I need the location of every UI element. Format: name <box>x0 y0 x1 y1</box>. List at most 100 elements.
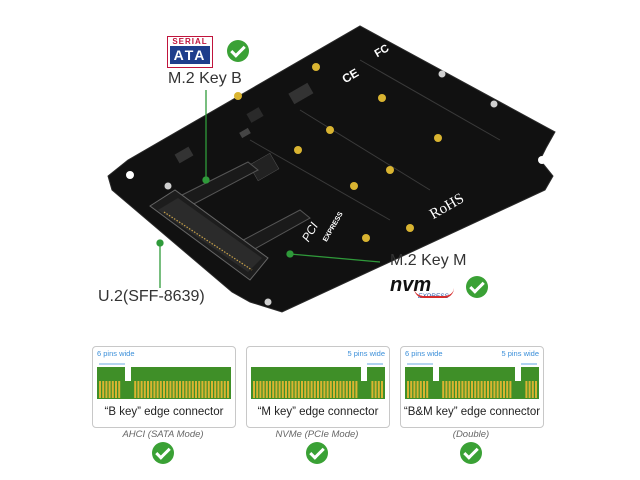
b-key-left-pin-note: 6 pins wide <box>97 349 135 358</box>
gold-pin <box>137 381 140 398</box>
gold-pin <box>407 381 409 398</box>
serial-ata-logo-top: SERIAL <box>172 37 208 46</box>
gold-pin <box>464 381 467 398</box>
gold-pin <box>188 381 191 398</box>
gold-pin <box>535 381 537 398</box>
gold-pin <box>342 381 345 398</box>
gold-pin <box>413 381 416 398</box>
m-key-mode: NVMe (PCIe Mode) <box>275 429 359 440</box>
gold-pin <box>159 381 162 398</box>
gold-pin <box>496 381 499 398</box>
b-key-mode: AHCI (SATA Mode) <box>122 429 204 440</box>
m-key-check-icon <box>306 442 328 464</box>
gold-pin <box>442 381 445 398</box>
gold-pin <box>448 381 451 398</box>
m2-key-b-label: M.2 Key B <box>168 70 242 87</box>
b-key-connector-panel: 6 pins wide “B key” edge connector <box>92 346 236 428</box>
nvm-swoosh <box>414 288 454 298</box>
gold-pin <box>297 381 300 398</box>
m-key-connector-panel: 5 pins wide “M key” edge connector <box>246 346 390 428</box>
adapter-board <box>107 25 556 313</box>
gold-pin <box>105 381 108 398</box>
gold-pin <box>182 381 185 398</box>
gold-pin <box>474 381 477 398</box>
gold-pin <box>198 381 201 398</box>
bm-key-mode: (Double) <box>452 429 490 440</box>
bm-key-check-icon <box>460 442 482 464</box>
gold-pin <box>410 381 413 398</box>
gold-pin <box>493 381 496 398</box>
bm-key-caption: “B&M key” edge connector <box>403 406 541 418</box>
gold-pin <box>115 381 117 398</box>
gold-pin <box>163 381 165 398</box>
gold-pin <box>313 381 316 398</box>
gold-pin <box>185 381 188 398</box>
gold-pin <box>499 381 502 398</box>
gold-pin <box>291 381 294 398</box>
gold-pin <box>147 381 149 398</box>
bm-key-left-pin-note: 6 pins wide <box>405 349 443 358</box>
m-key-caption: “M key” edge connector <box>257 406 379 418</box>
gold-pin <box>307 381 310 398</box>
gold-pin <box>118 381 121 398</box>
gold-pin <box>191 381 194 398</box>
gold-pin <box>204 381 207 398</box>
gold-pin <box>455 381 457 398</box>
gold-pin <box>525 381 528 398</box>
gold-pin <box>288 381 291 398</box>
gold-pin <box>227 381 229 398</box>
gold-pin <box>281 381 284 398</box>
gold-pin <box>352 381 355 398</box>
gold-pin <box>195 381 197 398</box>
gold-pin <box>179 381 181 398</box>
gold-pin <box>223 381 226 398</box>
adapter-board-illustration: RoHS PCI EXPRESS CE FC <box>107 25 556 313</box>
gold-pin <box>467 381 470 398</box>
gold-pin <box>506 381 509 398</box>
serial-ata-logo-bottom: ATA <box>170 46 210 64</box>
gold-pin <box>471 381 473 398</box>
gold-pin <box>461 381 464 398</box>
gold-pin <box>99 381 101 398</box>
gold-pin <box>381 381 383 398</box>
gold-pin <box>503 381 505 398</box>
gold-pin <box>326 381 329 398</box>
gold-pin <box>339 381 342 398</box>
key-b-check-icon <box>227 40 249 62</box>
gold-pin <box>345 381 348 398</box>
gold-pin <box>301 381 303 398</box>
gold-pin <box>207 381 210 398</box>
u2-label: U.2(SFF-8639) <box>98 288 205 305</box>
gold-pin <box>419 381 422 398</box>
m-key-right-pin-note: 5 pins wide <box>347 349 385 358</box>
u2-connector <box>149 189 269 281</box>
bm-key-edge-connector-graphic <box>405 363 539 399</box>
gold-pin <box>377 381 380 398</box>
nvm-express-logo: nvm EXPRESS <box>390 274 460 302</box>
gold-pin <box>278 381 281 398</box>
b-key-check-icon <box>152 442 174 464</box>
gold-pin <box>329 381 332 398</box>
gold-pin <box>262 381 265 398</box>
gold-pin <box>153 381 156 398</box>
b-key-caption: “B key” edge connector <box>104 406 224 418</box>
gold-pin <box>201 381 204 398</box>
gold-pin <box>528 381 531 398</box>
gold-pin <box>458 381 461 398</box>
gold-pin <box>426 381 429 398</box>
gold-pin <box>355 381 358 398</box>
gold-pin <box>483 381 486 398</box>
gold-pin <box>150 381 153 398</box>
gold-pin <box>509 381 512 398</box>
gold-pin <box>214 381 217 398</box>
gold-pin <box>371 381 374 398</box>
gold-pin <box>169 381 172 398</box>
gold-pin <box>166 381 169 398</box>
gold-pin <box>269 381 271 398</box>
gold-pin <box>111 381 114 398</box>
gold-pin <box>175 381 178 398</box>
gold-pin <box>304 381 307 398</box>
bm-key-connector-panel: 6 pins wide 5 pins wide “B&M key” edge c… <box>400 346 544 428</box>
gold-pin <box>259 381 262 398</box>
gold-pin <box>336 381 339 398</box>
